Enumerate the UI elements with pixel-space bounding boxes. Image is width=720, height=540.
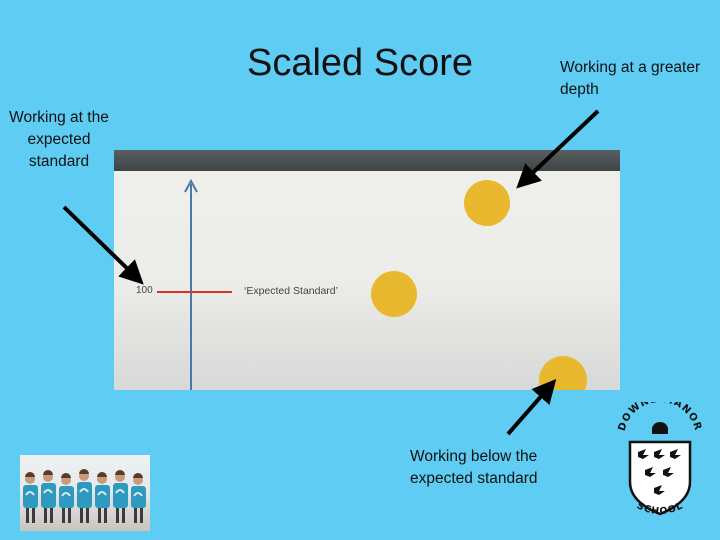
- callout-below-standard: Working below the expected standard: [410, 448, 538, 487]
- dot-greater-depth: [464, 180, 510, 226]
- arrow-below: [506, 378, 557, 436]
- diagram-header-bar: [114, 150, 620, 171]
- arrow-expected: [62, 205, 144, 285]
- pupils-photo: [20, 455, 150, 531]
- callout-expected-standard: Working at the expected standard: [9, 109, 109, 170]
- axis-arrowhead: [184, 178, 198, 193]
- svg-text:SCHOOL: SCHOOL: [635, 500, 685, 517]
- callout-greater-depth: Working at a greater depth: [560, 59, 701, 98]
- score-diagram: 100 ‘Expected Standard’: [114, 150, 620, 390]
- school-crest-logo: DOWNE MANOR SCHOOL: [617, 402, 703, 517]
- dot-expected: [371, 271, 417, 317]
- expected-standard-label: ‘Expected Standard’: [244, 285, 338, 297]
- slide-title: Scaled Score: [246, 42, 473, 84]
- tick-label-100: 100: [136, 285, 153, 296]
- arrow-greater-depth: [516, 109, 600, 189]
